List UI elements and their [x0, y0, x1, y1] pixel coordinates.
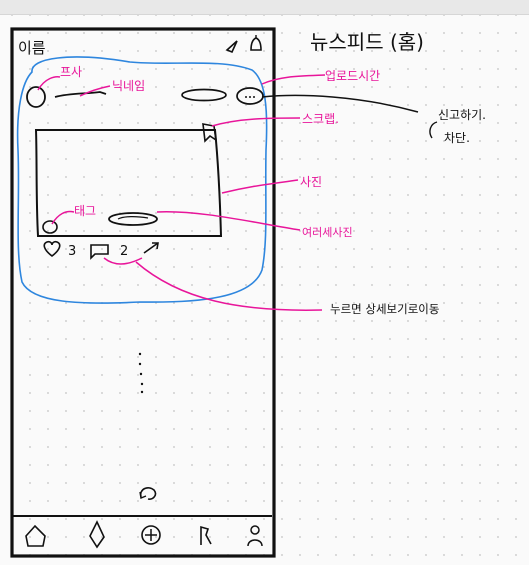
annotation-nickname: 닉네임: [112, 79, 145, 93]
username-label: 이름: [18, 39, 46, 57]
share-icon[interactable]: [143, 242, 159, 254]
refresh-icon[interactable]: [139, 487, 157, 500]
tag-people-button[interactable]: [42, 220, 58, 234]
direct-message-icon[interactable]: [225, 40, 238, 54]
post-photo[interactable]: [34, 129, 223, 237]
home-icon[interactable]: [25, 524, 46, 547]
profile-avatar[interactable]: [26, 86, 46, 108]
comment-icon[interactable]: [90, 244, 109, 260]
post-outline: [16, 56, 268, 304]
add-post-icon[interactable]: [141, 525, 161, 545]
profile-icon[interactable]: [247, 525, 263, 547]
like-icon[interactable]: [43, 240, 61, 258]
annotation-lines: [37, 74, 326, 311]
comments-count: 2: [120, 244, 128, 259]
report-brace: [429, 121, 438, 139]
annotation-upload-time: 업로드시간: [325, 69, 380, 83]
phone-frame: [10, 27, 276, 558]
annotation-scrap: 스크랩.: [302, 112, 339, 126]
annotation-block: 차단.: [444, 131, 470, 145]
upload-time-field: [181, 88, 227, 102]
report-annotation-line: [261, 94, 419, 113]
annotation-detail: 누르면 상세보기로이동: [330, 302, 439, 316]
scrap-icon[interactable]: [202, 123, 218, 143]
annotation-profile: 프사: [60, 65, 82, 79]
reels-icon[interactable]: [200, 525, 212, 545]
annotation-location: 여러세사진: [302, 226, 353, 239]
annotation-tag: 태그: [74, 204, 96, 218]
more-options-button[interactable]: [236, 87, 264, 105]
annotation-report: 신고하기.: [438, 108, 486, 122]
annotation-photo: 사진: [300, 175, 322, 189]
window-top-strip: [0, 0, 529, 15]
notification-icon[interactable]: [250, 35, 262, 51]
page-title: 뉴스피드 (홈): [310, 30, 424, 54]
likes-count: 3: [68, 244, 76, 259]
nickname-field[interactable]: [54, 91, 107, 98]
location-field[interactable]: [108, 212, 158, 226]
scroll-indicator: [138, 352, 144, 394]
search-icon[interactable]: [89, 520, 105, 549]
